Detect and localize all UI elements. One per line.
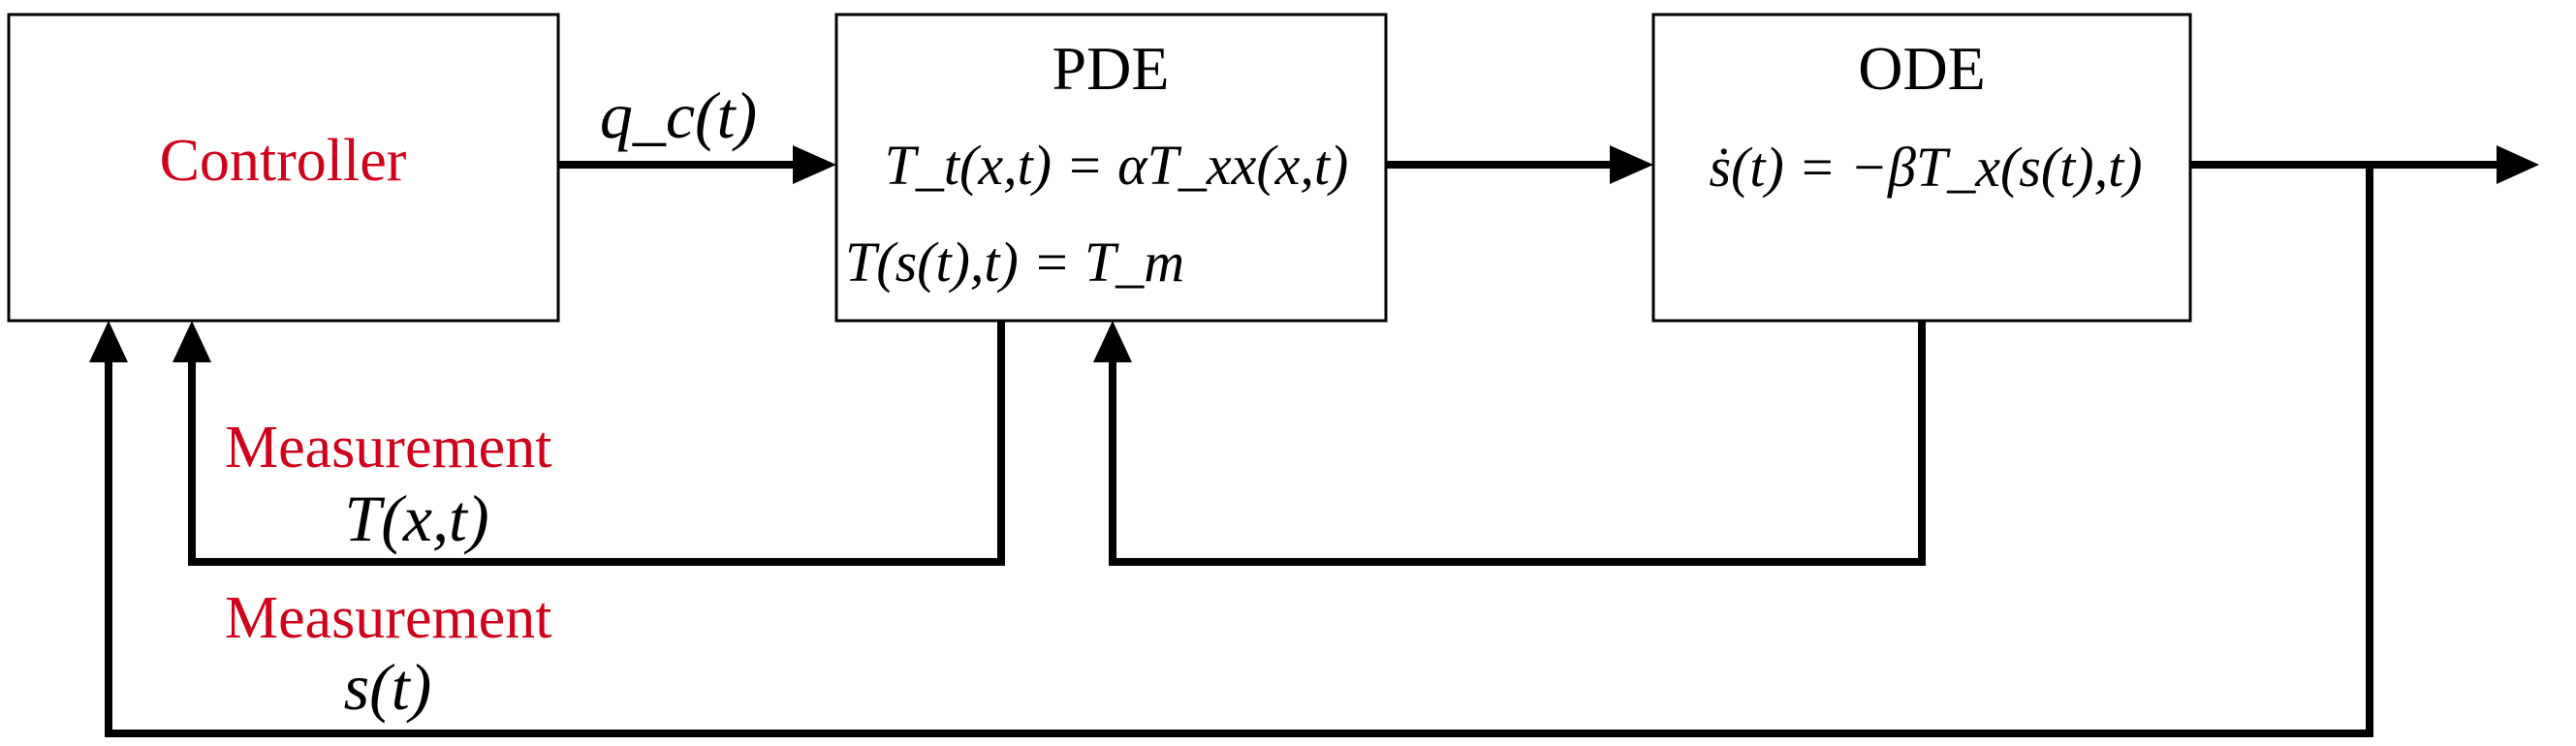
arrowhead-into-ode: [1610, 145, 1653, 184]
arrowhead-feedback-s: [89, 321, 128, 362]
wire-feedback-T: [188, 321, 1005, 566]
ode-equation: ṡ(t) = −βT_x(s(t),t): [1709, 136, 2142, 199]
measurement-label-T: Measurement: [225, 415, 551, 481]
arrowhead-feedback-T: [173, 321, 211, 362]
pde-equation: T_t(x,t) = αT_xx(x,t): [885, 134, 1349, 197]
pde-boundary-condition: T(s(t),t) = T_m: [845, 231, 1184, 294]
arrowhead-ode-to-pde: [1093, 321, 1132, 362]
controller-block: [7, 13, 560, 323]
control-input-label: q_c(t): [600, 78, 757, 152]
arrowhead-output: [2497, 145, 2539, 184]
measurement-label-s: Measurement: [225, 585, 551, 651]
pde-block: [834, 13, 1388, 323]
measurement-signal-s: s(t): [344, 650, 432, 724]
measurement-signal-T: T(x,t): [344, 482, 488, 555]
ode-block: [1651, 13, 2192, 323]
wire-ode-to-pde: [1109, 321, 1926, 566]
controller-label: Controller: [160, 128, 407, 194]
arrowhead-into-pde: [793, 145, 836, 184]
ode-title: ODE: [1858, 34, 1986, 103]
wire-feedback-s: [105, 165, 2373, 737]
pde-title: PDE: [1052, 34, 1170, 103]
